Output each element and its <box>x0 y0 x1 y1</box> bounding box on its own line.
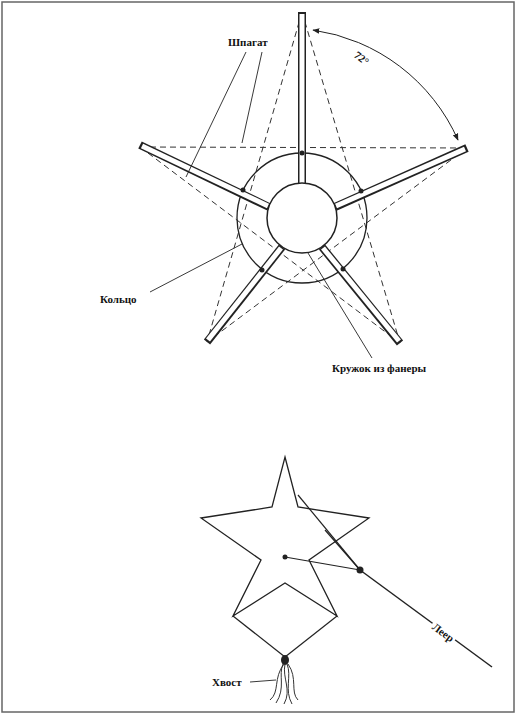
angle-arc <box>313 30 458 140</box>
tail-ribbon <box>270 664 284 700</box>
bridle-line <box>298 495 360 570</box>
string-line <box>207 12 302 342</box>
tie-dot <box>359 189 364 194</box>
stick-core <box>300 14 305 184</box>
tie-dot <box>341 267 346 272</box>
bridle-line <box>325 530 360 570</box>
stick-core <box>142 146 268 206</box>
leader-line <box>250 680 276 682</box>
sticks-outer <box>140 12 467 343</box>
bridle <box>233 495 360 657</box>
flying-line <box>360 570 492 667</box>
bridle-line <box>285 557 360 570</box>
tail-ribbon <box>284 664 287 704</box>
ring-ties <box>241 151 364 273</box>
string-lines <box>140 12 467 343</box>
string-line <box>140 147 400 343</box>
tail-line <box>233 616 285 657</box>
stick-core <box>208 248 281 340</box>
tail-ribbon <box>288 664 298 700</box>
tie-dot <box>300 151 305 156</box>
tail-knot <box>281 655 289 665</box>
tail <box>270 664 298 704</box>
tie-dot <box>241 188 246 193</box>
part-label: Хвост <box>210 676 244 688</box>
stick-core <box>323 248 399 341</box>
stick-core <box>336 149 465 206</box>
string-line <box>207 148 467 342</box>
string-line <box>302 12 400 343</box>
leader-line <box>186 52 246 177</box>
part-label: Леер <box>428 619 458 645</box>
bridle-knot <box>283 555 288 560</box>
stick <box>207 247 282 342</box>
stick <box>298 12 306 183</box>
tie-dot <box>260 268 265 273</box>
part-label: Кружок из фанеры <box>330 362 428 374</box>
leader-lines <box>150 52 372 358</box>
part-label: 72° <box>350 47 373 68</box>
leader-line <box>242 52 262 143</box>
tail-line <box>285 616 337 657</box>
sticks-inner <box>142 14 465 341</box>
plywood-disc <box>267 183 337 253</box>
stick <box>140 145 269 207</box>
part-label: Шпагат <box>226 36 270 48</box>
stick <box>335 148 467 207</box>
part-label: Кольцо <box>98 293 139 305</box>
kite-star <box>201 457 369 616</box>
leader-line <box>150 244 242 292</box>
leader-line <box>308 253 372 358</box>
